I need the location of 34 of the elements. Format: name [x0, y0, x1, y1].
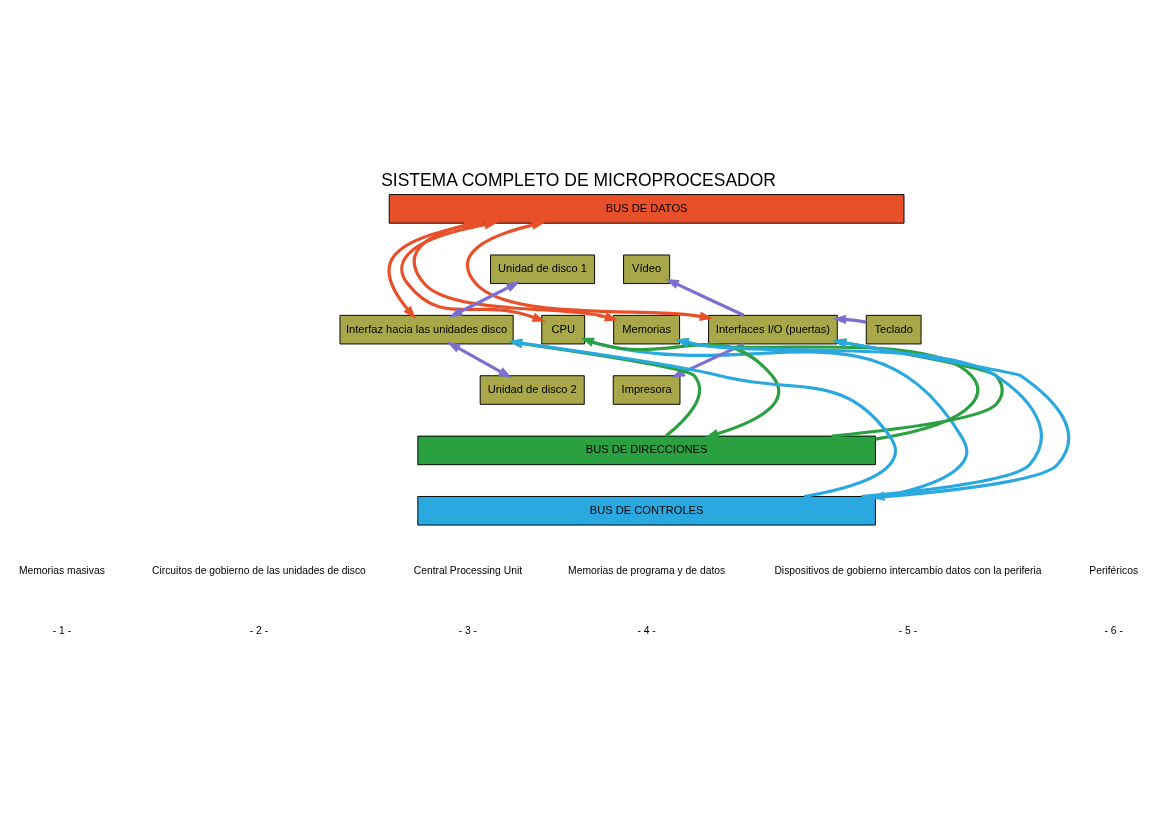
label: - 2 -: [249, 625, 269, 637]
label: Dispositivos de gobierno intercambio datos con la periferia: [774, 564, 1042, 576]
node-box: Unidad de disco 2: [479, 375, 585, 405]
node-box: Vídeo: [623, 254, 671, 285]
node-box: Unidad de disco 1: [490, 254, 596, 285]
node-box: CPU: [541, 314, 586, 345]
arrow: [449, 281, 520, 318]
label: Memorias de programa y de datos: [568, 564, 726, 576]
label: Memorias masivas: [18, 564, 105, 576]
arrow: [446, 341, 513, 378]
label: Central Processing Unit: [413, 564, 523, 576]
node-box: BUS DE DIRECCIONES: [417, 435, 876, 466]
label: - 1 -: [52, 625, 72, 637]
diagram-title: SISTEMA COMPLETO DE MICROPROCESADOR: [381, 170, 776, 191]
node-box: BUS DE CONTROLES: [417, 496, 876, 526]
arrow: [665, 278, 745, 317]
label: - 3 -: [458, 625, 478, 637]
arrow: [675, 338, 980, 441]
label: Periféricos: [1089, 564, 1139, 576]
arrow: [671, 342, 745, 378]
node-box: Impresora: [612, 375, 681, 405]
node-box: Interfaces I/O (puertas): [708, 314, 838, 345]
node-box: Teclado: [865, 314, 922, 345]
label: - 6 -: [1104, 625, 1123, 637]
label: - 4 -: [637, 625, 656, 637]
arrow: [832, 314, 867, 325]
arrow: [831, 338, 1004, 438]
node-box: Memorias: [613, 314, 681, 345]
node-box: Interfaz hacia las unidades disco: [339, 314, 514, 345]
label: - 5 -: [898, 625, 918, 637]
arrow: [508, 338, 701, 438]
arrow: [580, 337, 781, 439]
node-box: BUS DE DATOS: [388, 194, 905, 224]
label: Circuitos de gobierno de las unidades de disco: [152, 564, 366, 576]
